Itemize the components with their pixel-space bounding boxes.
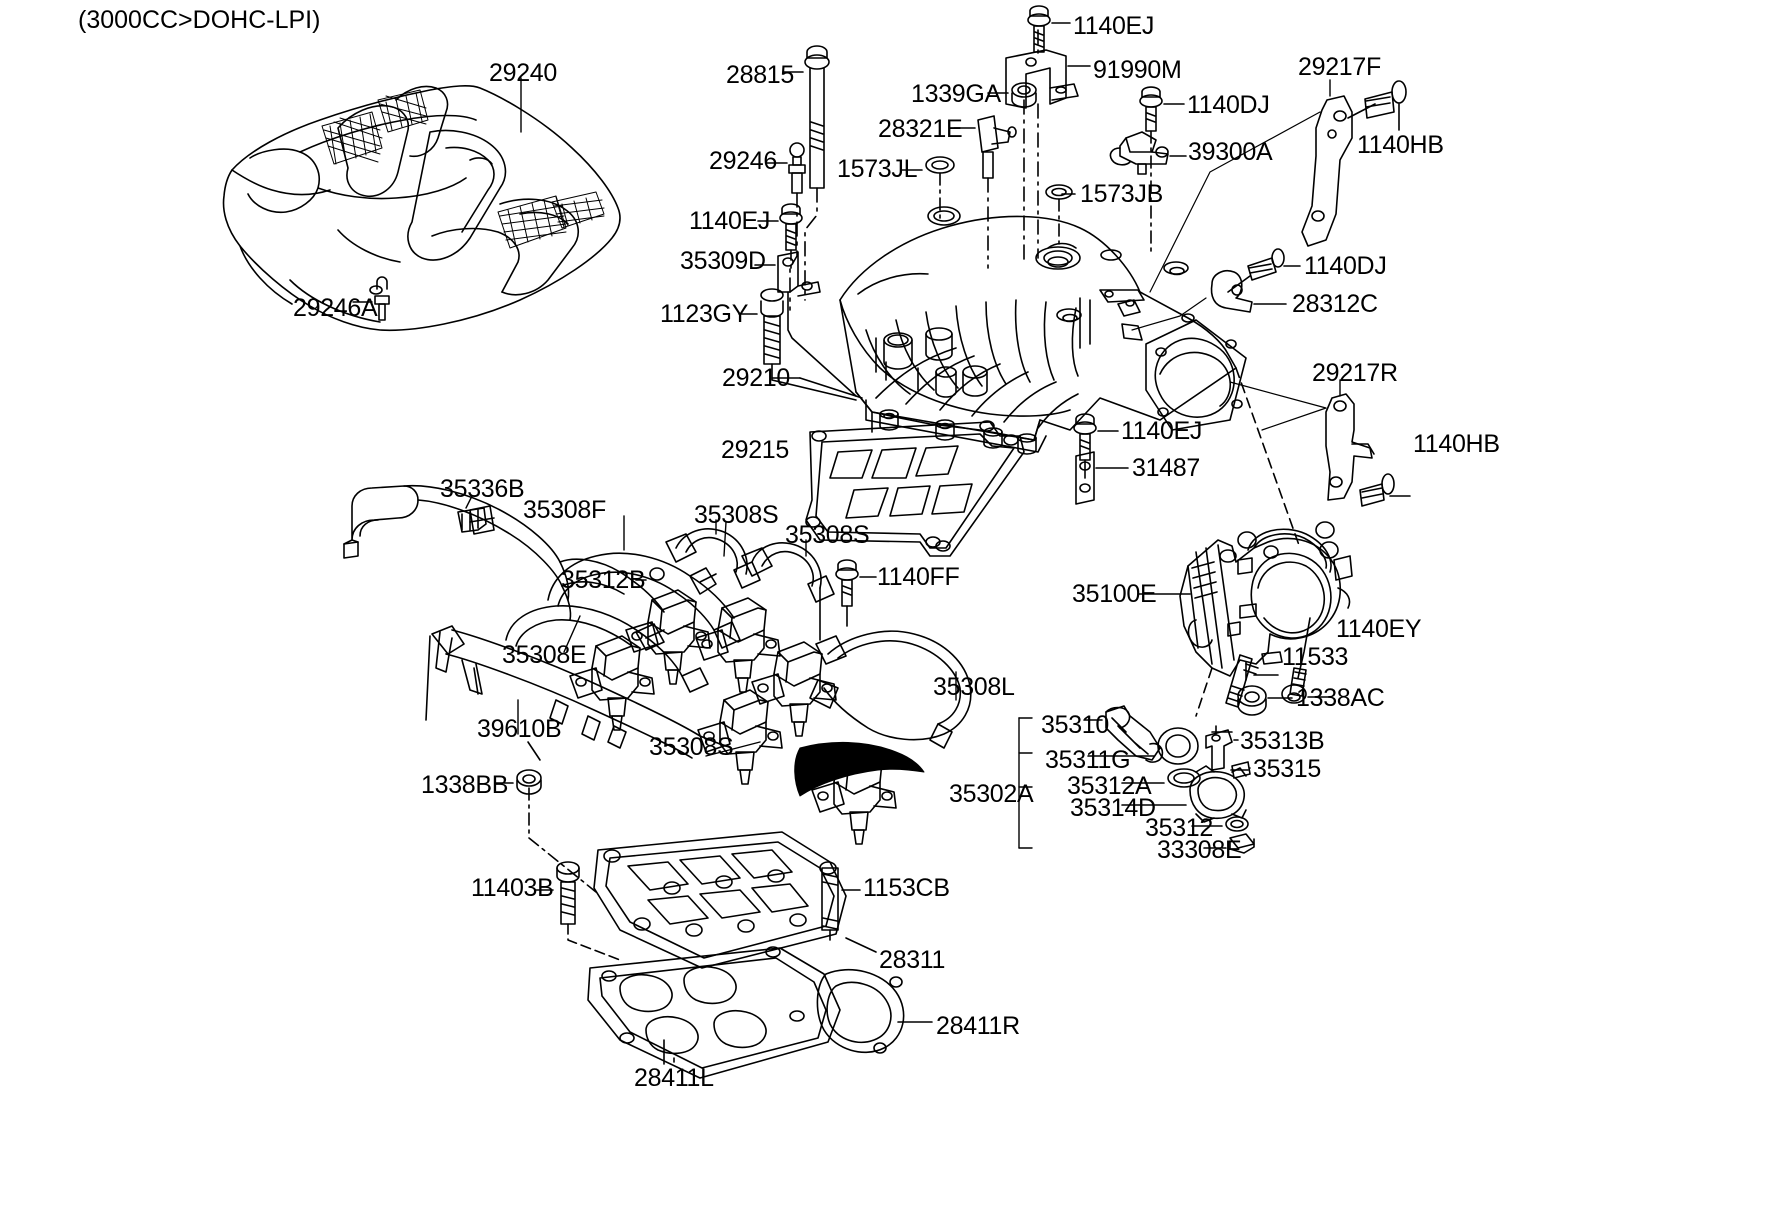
label-1573JL: 1573JL <box>837 155 918 183</box>
label-28311: 28311 <box>879 946 946 974</box>
label-29215: 29215 <box>721 436 790 464</box>
label-1573JB: 1573JB <box>1080 180 1163 208</box>
label-33308E: 33308E <box>1157 836 1242 864</box>
part-28321E <box>953 115 1017 269</box>
label-35308F: 35308F <box>523 496 606 524</box>
label-29217F: 29217F <box>1298 53 1381 81</box>
fastener-28815 <box>782 45 830 301</box>
label-1140HB-mid: 1140HB <box>1413 430 1500 458</box>
part-28312C <box>1131 269 1287 331</box>
fuel-injector-3 <box>695 597 781 693</box>
label-1123GY: 1123GY <box>660 300 749 328</box>
bracket-91990M <box>1005 29 1091 259</box>
stay-29217F <box>1149 79 1407 293</box>
label-1140EJ-top: 1140EJ <box>1073 12 1155 40</box>
label-1140FF: 1140FF <box>877 563 960 591</box>
label-11533: 11533 <box>1282 643 1349 671</box>
label-35312: 35312 <box>1145 814 1214 842</box>
fastener-1140EJ-mid <box>1073 413 1119 479</box>
lower-manifold-drawing <box>587 831 933 1079</box>
regulator-group-drawing <box>1018 705 1255 854</box>
label-29246: 29246 <box>709 147 778 175</box>
label-1140EJ-mid: 1140EJ <box>1121 417 1203 445</box>
label-35312B: 35312B <box>561 566 646 594</box>
fastener-11403B <box>534 861 621 961</box>
label-1140DJ-mid: 1140DJ <box>1304 252 1387 280</box>
label-35314D: 35314D <box>1070 794 1156 822</box>
fastener-1140EJ-top <box>1027 5 1071 53</box>
label-1339GA: 1339GA <box>911 80 1001 108</box>
label-29246A: 29246A <box>293 294 378 322</box>
fastener-1140DJ-top <box>1139 86 1185 257</box>
fuel-injector-5 <box>751 641 837 737</box>
label-35311G: 35311G <box>1045 746 1131 774</box>
label-35313B: 35313B <box>1240 727 1325 755</box>
throttle-body-drawing <box>1137 367 1353 717</box>
fastener-1338BB <box>494 769 597 893</box>
label-1140DJ-top: 1140DJ <box>1187 91 1270 119</box>
label-1140EY: 1140EY <box>1336 615 1422 643</box>
fastener-1153CB <box>821 867 861 945</box>
label-29210: 29210 <box>722 364 791 392</box>
sensor-39300A <box>1109 131 1187 175</box>
label-28312C: 28312C <box>1292 290 1378 318</box>
fastener-1123GY <box>738 288 857 401</box>
label-29217R: 29217R <box>1312 359 1398 387</box>
label-39300A: 39300A <box>1188 138 1273 166</box>
label-28815: 28815 <box>726 61 795 89</box>
label-1140HB-top: 1140HB <box>1357 131 1444 159</box>
fuel-injector-2 <box>625 589 711 685</box>
fuel-injector-1 <box>569 635 655 731</box>
label-1338BB: 1338BB <box>421 771 509 799</box>
label-35308S-3: 35308S <box>649 733 734 761</box>
label-11403B: 11403B <box>471 874 554 902</box>
manifold-gasket-drawing <box>805 420 1025 557</box>
label-29240: 29240 <box>489 59 558 87</box>
label-28411L: 28411L <box>634 1064 714 1092</box>
stay-29217R <box>1229 379 1411 507</box>
label-35302A: 35302A <box>949 780 1034 808</box>
oring-1573JL <box>901 156 961 226</box>
label-35312A: 35312A <box>1067 772 1152 800</box>
label-35308S-2: 35308S <box>785 521 870 549</box>
intake-manifold-upper-drawing <box>839 215 1247 455</box>
oring-1573JB <box>1045 184 1076 249</box>
fastener-1339GA <box>987 82 1037 263</box>
label-28321E: 28321E <box>878 115 963 143</box>
bracket-35309D <box>754 251 857 397</box>
fuel-injector-4 <box>697 689 783 785</box>
label-35100E: 35100E <box>1072 580 1157 608</box>
label-1153CB: 1153CB <box>863 874 950 902</box>
label-35310: 35310 <box>1041 711 1110 739</box>
label-39610B: 39610B <box>477 715 562 743</box>
label-35309D: 35309D <box>680 247 766 275</box>
engine-cover-drawing <box>222 77 621 332</box>
label-35308L: 35308L <box>933 673 1015 701</box>
label-28411R: 28411R <box>936 1012 1020 1040</box>
fastener-1140EJ-left <box>757 203 803 269</box>
diagram-title: (3000CC>DOHC-LPI) <box>78 6 321 34</box>
bracket-31487 <box>1075 451 1129 505</box>
fuel-rail-drawing <box>343 484 972 845</box>
label-35315: 35315 <box>1253 755 1322 783</box>
label-1338AC: 1338AC <box>1296 684 1385 712</box>
label-35308S-1: 35308S <box>694 501 779 529</box>
label-1140EJ-left: 1140EJ <box>689 207 771 235</box>
label-35336B: 35336B <box>440 475 525 503</box>
label-31487: 31487 <box>1132 454 1201 482</box>
label-35308E: 35308E <box>502 641 587 669</box>
label-91990M: 91990M <box>1093 56 1182 84</box>
